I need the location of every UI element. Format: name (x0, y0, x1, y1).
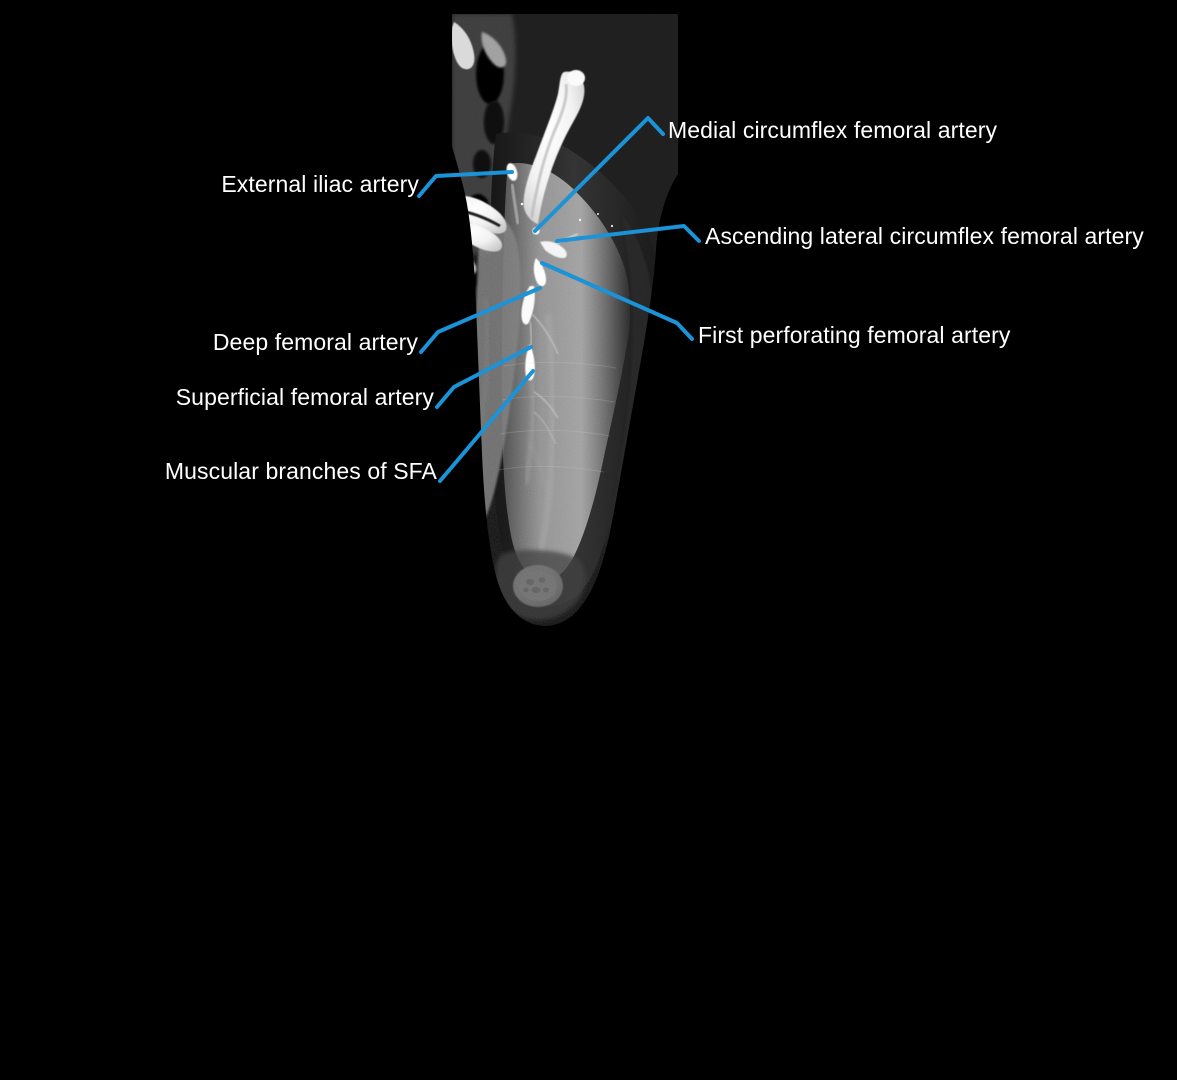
label-medial-circumflex-femoral-artery: Medial circumflex femoral artery (668, 117, 998, 143)
ct-image-canvas (452, 14, 678, 636)
label-first-perforating-femoral-artery: First perforating femoral artery (698, 322, 1011, 348)
label-superficial-femoral-artery: Superficial femoral artery (175, 384, 434, 410)
label-muscular-branches-of-sfa: Muscular branches of SFA (164, 458, 437, 484)
label-deep-femoral-artery: Deep femoral artery (212, 329, 418, 355)
label-ascending-lateral-circumflex-femoral-artery: Ascending lateral circumflex femoral art… (705, 223, 1144, 249)
ct-angiography-image (452, 14, 678, 636)
label-external-iliac-artery: External iliac artery (221, 171, 419, 197)
